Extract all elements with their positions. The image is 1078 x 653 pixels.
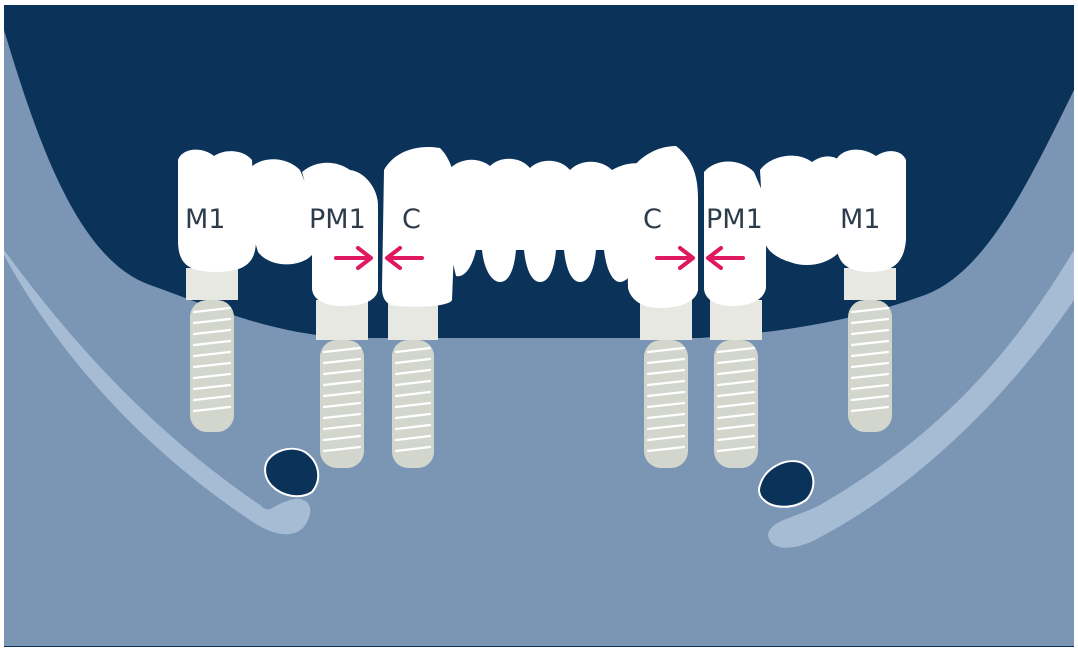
implant-abutment bbox=[844, 268, 896, 300]
label-right-c: C bbox=[643, 204, 662, 235]
dental-implant-icon bbox=[388, 300, 438, 468]
tooth-right-c bbox=[626, 146, 698, 308]
implant-abutment bbox=[710, 300, 762, 340]
dental-implant-icon bbox=[710, 300, 762, 468]
label-right-pm1: PM1 bbox=[706, 204, 763, 235]
dental-implant-icon bbox=[316, 300, 368, 468]
dental-implant-icon bbox=[844, 268, 896, 432]
implant-abutment bbox=[186, 268, 238, 300]
dental-implant-icon bbox=[640, 300, 692, 468]
label-left-c: C bbox=[402, 204, 421, 235]
label-left-m1: M1 bbox=[185, 204, 225, 235]
label-left-pm1: PM1 bbox=[309, 204, 366, 235]
label-right-m1: M1 bbox=[840, 204, 880, 235]
connector-right-pm1-m1 bbox=[760, 156, 846, 265]
dental-implant-icon bbox=[186, 268, 238, 432]
